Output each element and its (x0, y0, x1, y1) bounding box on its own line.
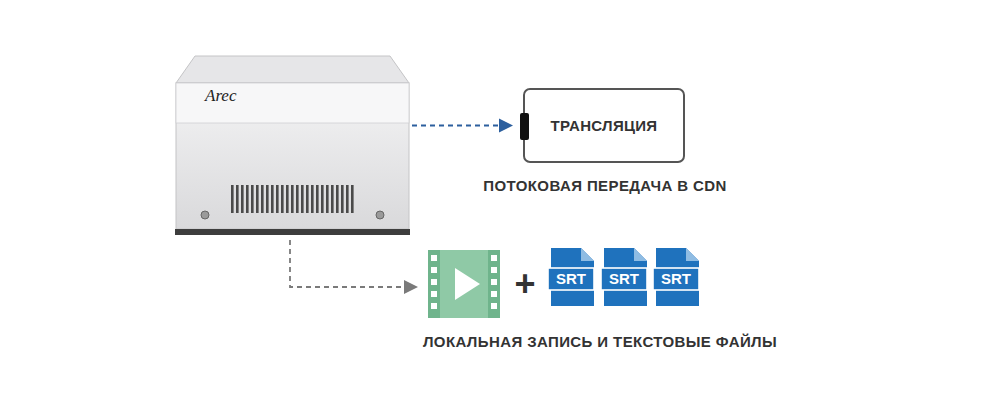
device-illustration (175, 55, 410, 235)
caption-text: ЛОКАЛЬНАЯ ЗАПИСЬ И ТЕКСТОВЫЕ ФАЙЛЫ (300, 333, 900, 351)
broadcast-box: ТРАНСЛЯЦИЯ (523, 88, 685, 163)
stream-connector (412, 119, 513, 133)
srt-file-icon: SRT (547, 247, 595, 307)
box-title: ТРАНСЛЯЦИЯ (551, 117, 658, 134)
screen-bar (520, 113, 529, 140)
file-type-label: SRT (556, 269, 586, 289)
record-arrowhead (404, 280, 418, 294)
brand-logo: Arec (205, 86, 236, 106)
record-leader (290, 240, 405, 287)
video-file-icon (428, 250, 500, 318)
srt-file-icon: SRT (652, 247, 700, 307)
file-type-label: SRT (609, 269, 639, 289)
device-unit: Arec (175, 55, 410, 235)
caption-text: ПОТОКОВАЯ ПЕРЕДАЧА В CDN (420, 177, 790, 195)
srt-file-icon: SRT (600, 247, 648, 307)
file-type-label: SRT (661, 269, 691, 289)
plus-sign: + (505, 262, 545, 305)
